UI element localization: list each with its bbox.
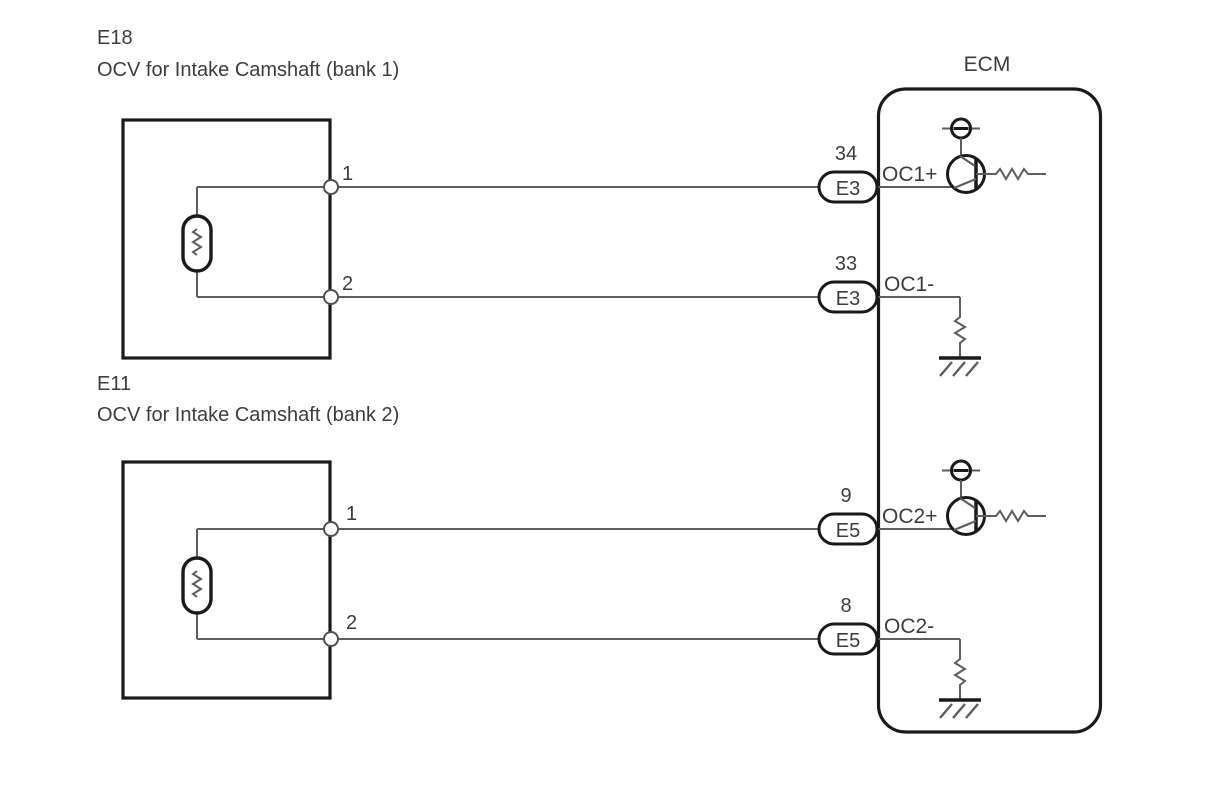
resistor-icon xyxy=(953,639,967,700)
terminal-signal-name: OC2- xyxy=(884,615,934,638)
ground-hatches xyxy=(939,361,979,377)
ecm-box xyxy=(876,87,1103,734)
terminal-signal-name: OC1- xyxy=(884,273,934,296)
transistor-emitter xyxy=(953,177,977,190)
solenoid-coil-zigzag xyxy=(191,570,203,598)
ecm-circuit-oc2-plus xyxy=(942,459,1046,536)
solenoid-coil-zigzag xyxy=(191,228,203,256)
terminal-signal-name: OC2+ xyxy=(882,505,937,528)
ecm-terminal-9-e5: 9 E5 OC2+ xyxy=(817,485,937,546)
resistor-zigzag xyxy=(976,167,1046,181)
component-e18-pins: 1 2 xyxy=(323,163,353,305)
terminal-oval xyxy=(817,512,879,546)
terminal-oval xyxy=(817,280,879,314)
component-e18-box xyxy=(121,118,332,360)
terminal-pin-number: 8 xyxy=(840,595,851,617)
ground-icon xyxy=(939,356,981,377)
solenoid-coil-icon xyxy=(181,214,213,273)
ecm-title: ECM xyxy=(964,53,1011,76)
power-supply-icon xyxy=(942,117,980,140)
terminal-connector-code: E3 xyxy=(836,288,860,310)
pin-circle xyxy=(323,521,339,537)
resistor-icon xyxy=(976,509,1046,523)
pin-circle xyxy=(323,179,339,195)
terminal-pin-number: 34 xyxy=(835,143,857,165)
component-e18-name: OCV for Intake Camshaft (bank 1) xyxy=(97,59,399,81)
terminal-signal-name: OC1+ xyxy=(882,163,937,186)
transistor-emitter xyxy=(953,519,977,532)
ground-icon xyxy=(939,698,981,719)
ecm-terminal-34-e3: 34 E3 OC1+ xyxy=(817,143,937,204)
pin-number-1: 1 xyxy=(342,163,353,185)
terminal-pin-number: 33 xyxy=(835,253,857,275)
pin-circle xyxy=(323,631,339,647)
ecm-circuit-oc1-plus xyxy=(942,117,1046,194)
terminal-pin-number: 9 xyxy=(840,485,851,507)
resistor-icon xyxy=(976,167,1046,181)
ground-hatches xyxy=(939,703,979,719)
resistor-icon xyxy=(953,297,967,358)
solenoid-coil-icon xyxy=(181,556,213,615)
transistor-collector xyxy=(959,155,976,167)
terminal-connector-code: E3 xyxy=(836,178,860,200)
terminal-connector-code: E5 xyxy=(836,520,860,542)
ecm-circuit-oc1-minus xyxy=(939,297,981,377)
component-e11-name: OCV for Intake Camshaft (bank 2) xyxy=(97,404,399,426)
component-e18-code: E18 xyxy=(97,27,133,49)
component-e11-pins: 1 2 xyxy=(323,503,357,647)
transistor-collector xyxy=(959,497,976,509)
ecm-module: ECM xyxy=(876,53,1103,734)
component-e18: E18 OCV for Intake Camshaft (bank 1) xyxy=(97,27,399,360)
ecm-terminal-8-e5: 8 E5 OC2- xyxy=(817,595,934,656)
terminal-oval xyxy=(817,170,879,204)
component-e11-code: E11 xyxy=(97,373,131,395)
pin-number-2: 2 xyxy=(346,612,357,634)
ecm-terminal-33-e3: 33 E3 OC1- xyxy=(817,253,934,314)
component-e11-box xyxy=(121,460,332,700)
terminal-connector-code: E5 xyxy=(836,630,860,652)
pin-circle xyxy=(323,289,339,305)
component-e11: E11 OCV for Intake Camshaft (bank 2) xyxy=(97,373,399,700)
pin-number-1: 1 xyxy=(346,503,357,525)
pin-number-2: 2 xyxy=(342,273,353,295)
resistor-zigzag xyxy=(976,509,1046,523)
terminal-oval xyxy=(817,622,879,656)
ecm-circuit-oc2-minus xyxy=(939,639,981,719)
